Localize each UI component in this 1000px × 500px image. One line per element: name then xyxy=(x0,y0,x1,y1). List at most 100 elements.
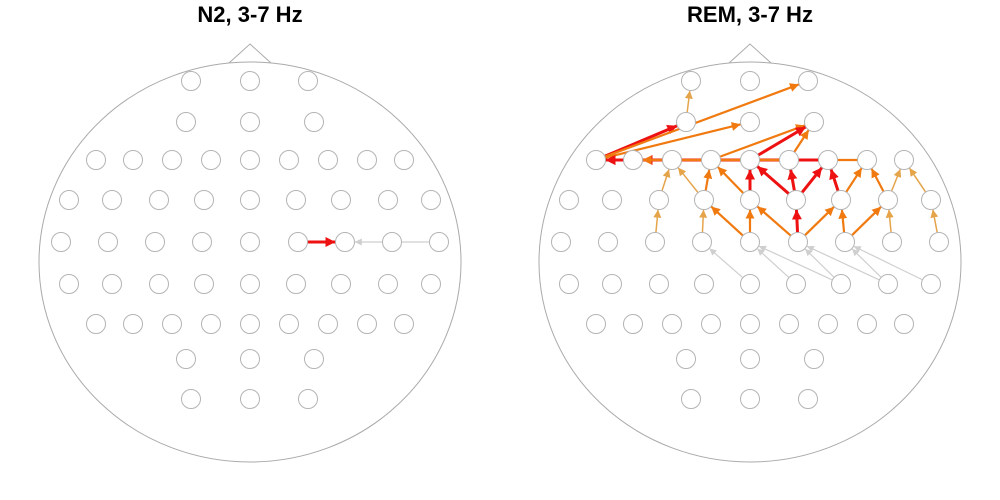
electrode-marker xyxy=(586,150,606,170)
electrode-marker xyxy=(878,190,898,210)
electrode-marker xyxy=(788,232,808,252)
connection-arrow xyxy=(851,248,882,278)
connection-arrow xyxy=(851,206,882,236)
connection-arrow xyxy=(853,246,923,280)
connection-arrow xyxy=(885,209,894,233)
electrode-marker xyxy=(145,232,165,252)
electrode-marker xyxy=(176,112,196,132)
electrode-marker xyxy=(318,150,338,170)
connection-arrow xyxy=(870,168,885,192)
electrode-marker xyxy=(279,150,299,170)
electrode-marker xyxy=(598,232,618,252)
connection-arrow xyxy=(653,209,662,233)
electrode-marker xyxy=(740,112,760,132)
electrode-marker xyxy=(894,150,914,170)
electrode-marker xyxy=(240,190,260,210)
connection-arrow xyxy=(699,209,708,233)
electrode-marker xyxy=(676,349,696,369)
electrode-marker xyxy=(623,150,643,170)
connection-arrow xyxy=(757,125,807,157)
electrode-marker xyxy=(318,314,338,334)
electrode-marker xyxy=(102,274,122,294)
connection-arrow xyxy=(717,166,744,194)
electrode-marker xyxy=(192,232,212,252)
electrode-marker xyxy=(331,274,351,294)
electrode-marker xyxy=(162,150,182,170)
electrode-marker xyxy=(102,190,122,210)
panel-title-n2: N2, 3-7 Hz xyxy=(197,2,303,27)
electrode-marker xyxy=(240,150,260,170)
electrode-marker xyxy=(378,190,398,210)
electrode-marker xyxy=(286,190,306,210)
electrode-marker xyxy=(786,190,806,210)
electrode-marker xyxy=(162,314,182,334)
electrode-marker xyxy=(394,314,414,334)
electrode-marker xyxy=(894,314,914,334)
electrode-marker xyxy=(602,190,622,210)
electrode-marker xyxy=(421,190,441,210)
connection-arrow xyxy=(909,167,926,193)
connection-arrow xyxy=(793,129,810,153)
electrode-marker xyxy=(240,389,260,409)
connection-arrow xyxy=(703,169,713,191)
electrode-marker xyxy=(559,190,579,210)
electrode-marker xyxy=(645,232,665,252)
electrode-marker xyxy=(181,71,201,91)
electrode-marker xyxy=(304,112,324,132)
connection-arrow xyxy=(677,167,699,193)
electrode-marker xyxy=(929,232,949,252)
electrode-marker xyxy=(649,274,669,294)
electrode-marker xyxy=(857,314,877,334)
electrode-marker xyxy=(240,232,260,252)
electrode-marker xyxy=(662,150,682,170)
electrode-marker xyxy=(378,274,398,294)
electrode-marker xyxy=(194,274,214,294)
connection-arrow xyxy=(710,205,744,237)
electrode-marker xyxy=(201,150,221,170)
connection-arrow xyxy=(791,208,802,234)
electrode-marker xyxy=(798,389,818,409)
electrode-marker xyxy=(240,71,260,91)
electrode-marker xyxy=(394,150,414,170)
electrode-marker xyxy=(623,314,643,334)
connection-arrow xyxy=(787,168,798,192)
electrode-marker xyxy=(357,314,377,334)
electrode-marker xyxy=(831,190,851,210)
electrode-marker xyxy=(740,150,760,170)
connection-arrow xyxy=(756,165,790,195)
electrode-marker xyxy=(51,232,71,252)
connection-arrow xyxy=(757,248,789,278)
electrode-marker xyxy=(240,314,260,334)
electrode-marker xyxy=(649,190,669,210)
electrode-marker xyxy=(382,232,402,252)
head-nose xyxy=(228,43,272,64)
electrode-marker xyxy=(357,150,377,170)
electrode-marker xyxy=(298,389,318,409)
electrode-marker xyxy=(98,232,118,252)
connection-arrow xyxy=(930,209,939,233)
scalp-map-rem xyxy=(538,43,962,463)
electrode-marker xyxy=(779,314,799,334)
electrode-marker xyxy=(786,274,806,294)
electrode-marker xyxy=(921,274,941,294)
electrode-marker xyxy=(740,190,760,210)
electrode-marker xyxy=(240,274,260,294)
electrode-marker xyxy=(694,190,714,210)
connection-arrow xyxy=(804,206,835,236)
electrode-marker xyxy=(779,150,799,170)
electrode-marker xyxy=(176,349,196,369)
electrode-marker xyxy=(681,389,701,409)
electrode-marker xyxy=(740,349,760,369)
connection-arrow xyxy=(804,248,835,278)
electrode-marker xyxy=(421,274,441,294)
electrode-marker xyxy=(740,274,760,294)
electrode-marker xyxy=(857,150,877,170)
electrode-marker xyxy=(878,274,898,294)
electrode-marker xyxy=(740,71,760,91)
connection-arrow xyxy=(604,83,800,158)
connection-arrow xyxy=(709,248,743,278)
electrode-marker xyxy=(194,190,214,210)
connection-arrow xyxy=(829,168,840,192)
electrode-marker xyxy=(681,71,701,91)
electrode-marker xyxy=(831,274,851,294)
